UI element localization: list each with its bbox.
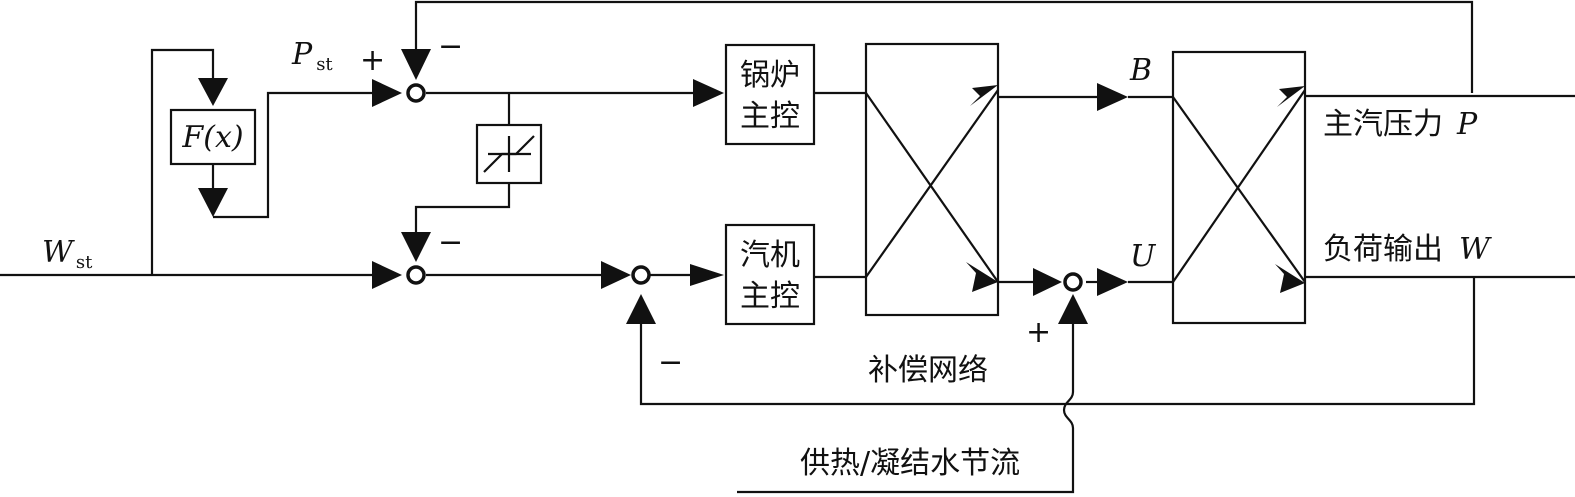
top-junction-plus-sign: + bbox=[360, 43, 385, 78]
mid-junction-minus-sign: − bbox=[438, 225, 463, 260]
pressure-feedback-line bbox=[414, 0, 1474, 93]
arrow-feedback-into-junction bbox=[401, 49, 431, 80]
pst-line bbox=[213, 91, 372, 219]
pressure-summing-junction bbox=[406, 83, 426, 103]
arrow-deadband-into-junction bbox=[401, 232, 431, 262]
turbine-summing-junction bbox=[631, 265, 651, 285]
turbine-master-label-line2: 主控 bbox=[740, 279, 800, 314]
arrow-wst-into-junction bbox=[372, 261, 402, 289]
turbine-junction-minus-sign: − bbox=[658, 345, 683, 380]
b-label: B bbox=[1129, 53, 1152, 88]
arrow-plant-top-right bbox=[1277, 86, 1305, 107]
fx-block bbox=[169, 108, 257, 166]
summing-junctions bbox=[406, 83, 1083, 292]
arrow-comp-top-right bbox=[970, 85, 998, 106]
disturbance-line bbox=[737, 322, 1075, 494]
arrow-comp-bottom-right bbox=[966, 262, 998, 292]
arrow-b-signal bbox=[1097, 83, 1128, 111]
u-summing-junction bbox=[1063, 272, 1083, 292]
arrow-into-turbine-master bbox=[690, 264, 724, 286]
boiler-master-block bbox=[724, 43, 816, 146]
u-junction-plus-sign: + bbox=[1026, 315, 1051, 350]
u-label: U bbox=[1130, 239, 1157, 274]
boiler-master-label-line2: 主控 bbox=[740, 99, 800, 134]
arrow-pst-into-junction bbox=[372, 79, 402, 107]
arrowheads bbox=[198, 49, 1305, 324]
arrow-into-turbine-junction bbox=[601, 261, 631, 289]
arrow-into-fx bbox=[198, 78, 228, 106]
arrow-fx-down bbox=[198, 188, 228, 217]
boiler-master-label-line1: 锅炉 bbox=[740, 58, 800, 93]
load-summing-junction bbox=[406, 265, 426, 285]
top-junction-minus-sign: − bbox=[438, 29, 463, 64]
turbine-master-label-line1: 汽机 bbox=[740, 238, 800, 273]
wst-to-fx-line bbox=[150, 48, 215, 275]
disturbance-input-label: 供热/凝结水节流 bbox=[800, 446, 1020, 481]
turbine-master-block bbox=[724, 223, 816, 326]
junction-signs: + − − − + bbox=[360, 29, 1051, 380]
deadband-output-line bbox=[414, 183, 511, 234]
arrow-load-feedback-up bbox=[626, 294, 656, 324]
deadband-icon bbox=[483, 135, 535, 173]
compensation-cross-lines bbox=[865, 89, 999, 283]
fx-label: F(x) bbox=[181, 120, 243, 155]
arrow-disturbance-up bbox=[1058, 294, 1088, 324]
arrow-plant-bottom-right bbox=[1275, 264, 1305, 293]
compensation-network-label: 补偿网络 bbox=[868, 353, 988, 388]
arrow-into-boiler-master bbox=[693, 79, 724, 107]
arrow-into-u-junction bbox=[1033, 268, 1062, 296]
load-feedback-line bbox=[639, 277, 1476, 406]
blocks: F(x) 锅炉 主控 汽机 主控 bbox=[169, 42, 1307, 326]
plant-cross-lines bbox=[1172, 89, 1306, 283]
arrow-u-signal bbox=[1097, 268, 1128, 296]
